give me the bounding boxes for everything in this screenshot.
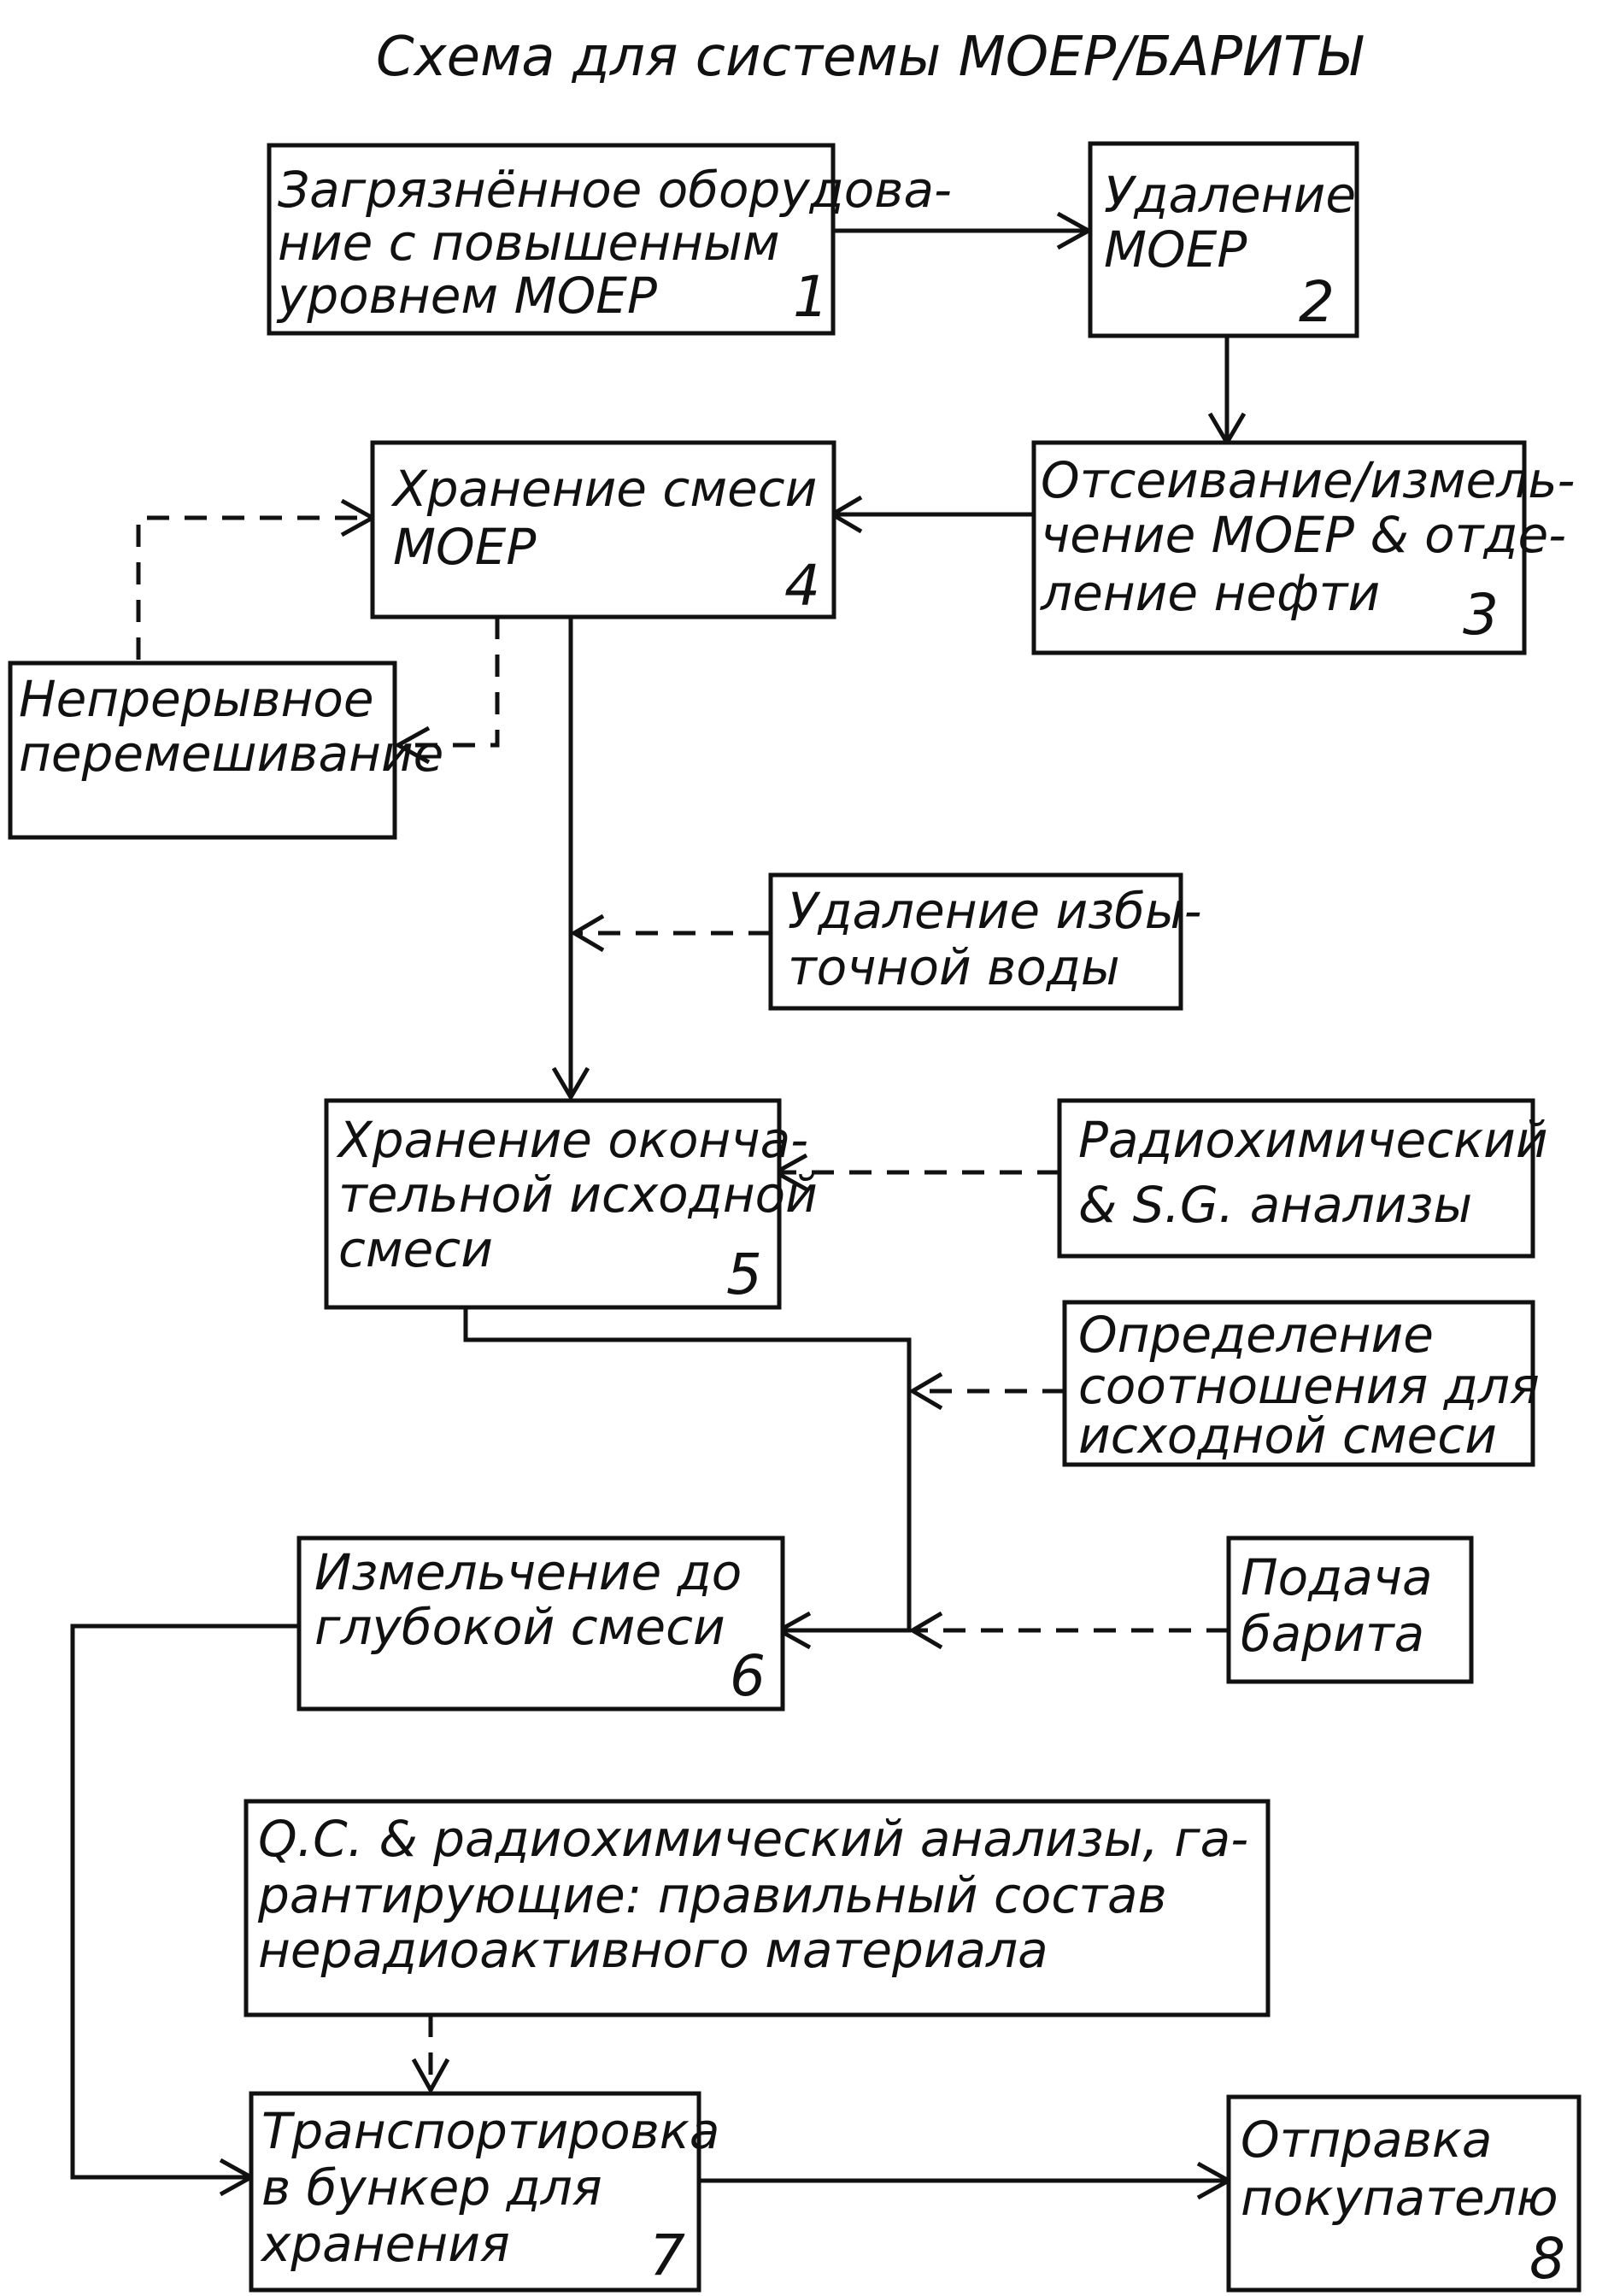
box-6-number: 6 [730, 1643, 766, 1709]
box-excess-water-removal: Удаление избы- точной воды [771, 875, 1202, 1008]
box-5-line-3: смеси [338, 1220, 493, 1278]
radio-line-1: Радиохимический [1078, 1111, 1548, 1169]
box-8-shipment-to-buyer: Отправка покупателю 8 [1229, 2097, 1579, 2292]
box-5-line-2: тельной исходной [338, 1166, 818, 1224]
box-2-moep-removal: Удаление МОЕР 2 [1090, 144, 1357, 336]
barite-line-1: Подача [1241, 1548, 1433, 1606]
ratio-line-3: исходной смеси [1078, 1406, 1497, 1465]
box-1-contaminated-equipment: Загрязнённое оборудова- ние с повышенным… [269, 145, 952, 333]
box-1-line-1: Загрязнённое оборудова- [278, 161, 952, 219]
water-line-2: точной воды [788, 938, 1120, 996]
box-8-line-2: покупателю [1241, 2169, 1558, 2227]
qc-line-3: нерадиоактивного материала [258, 1921, 1048, 1979]
box-1-line-2: ние с повышенным [278, 214, 780, 272]
box-5-line-1: Хранение оконча- [336, 1111, 808, 1169]
box-2-number: 2 [1299, 269, 1335, 335]
box-6-deep-mix-grinding: Измельчение до глубокой смеси 6 [299, 1538, 783, 1709]
box-7-line-2: в бункер для [261, 2158, 602, 2217]
loop-mixing-to-4 [138, 518, 369, 660]
box-3-line-3: ление нефти [1040, 564, 1380, 622]
box-3-line-2: чение МОЕР & отде- [1041, 506, 1566, 564]
box-4-number: 4 [784, 553, 820, 619]
box-2-line-1: Удаление [1104, 166, 1356, 224]
mixing-line-1: Непрерывное [19, 670, 374, 728]
box-ratio-determination: Определение соотношения для исходной сме… [1065, 1302, 1540, 1465]
box-1-number: 1 [793, 264, 829, 330]
mixing-line-2: перемешивание [19, 725, 443, 783]
box-8-number: 8 [1529, 2226, 1565, 2292]
box-3-sieving-grinding: Отсеивание/измель- чение МОЕР & отде- ле… [1034, 443, 1575, 653]
box-3-line-1: Отсеивание/измель- [1041, 451, 1575, 509]
box-5-number: 5 [726, 1242, 762, 1307]
box-8-line-1: Отправка [1241, 2111, 1492, 2169]
box-3-number: 3 [1463, 582, 1499, 648]
box-7-line-1: Транспортировка [261, 2102, 719, 2160]
box-6-line-2: глубокой смеси [314, 1598, 725, 1656]
box-7-transport-to-bunker: Транспортировка в бункер для хранения 7 [251, 2093, 719, 2290]
qc-line-2: рантирующие: правильный состав [257, 1866, 1167, 1924]
box-continuous-mixing: Непрерывное перемешивание [10, 663, 443, 837]
box-4-line-2: МОЕР [393, 518, 536, 576]
box-7-line-3: хранения [260, 2215, 510, 2273]
box-radiochemical-analyses: Радиохимический & S.G. анализы [1059, 1101, 1548, 1256]
ratio-line-1: Определение [1078, 1306, 1434, 1364]
radio-line-2: & S.G. анализы [1078, 1176, 1472, 1234]
box-2-line-2: МОЕР [1104, 220, 1247, 279]
qc-line-1: Q.C. & радиохимический анализы, га- [258, 1810, 1248, 1868]
box-5-final-mix-storage: Хранение оконча- тельной исходной смеси … [326, 1101, 818, 1307]
box-4-moep-mix-storage: Хранение смеси МОЕР 4 [373, 443, 834, 619]
box-7-number: 7 [649, 2223, 685, 2288]
water-line-1: Удаление избы- [788, 882, 1202, 940]
box-4-line-1: Хранение смеси [390, 460, 817, 518]
barite-line-2: барита [1241, 1605, 1424, 1663]
box-qc-analyses: Q.C. & радиохимический анализы, га- рант… [246, 1801, 1268, 2015]
box-1-line-3: уровнем МОЕР [276, 267, 657, 325]
box-barite-feed: Подача барита [1229, 1538, 1471, 1682]
diagram-title: Схема для системы МОЕР/БАРИТЫ [376, 26, 1364, 89]
box-6-line-1: Измельчение до [314, 1543, 742, 1601]
